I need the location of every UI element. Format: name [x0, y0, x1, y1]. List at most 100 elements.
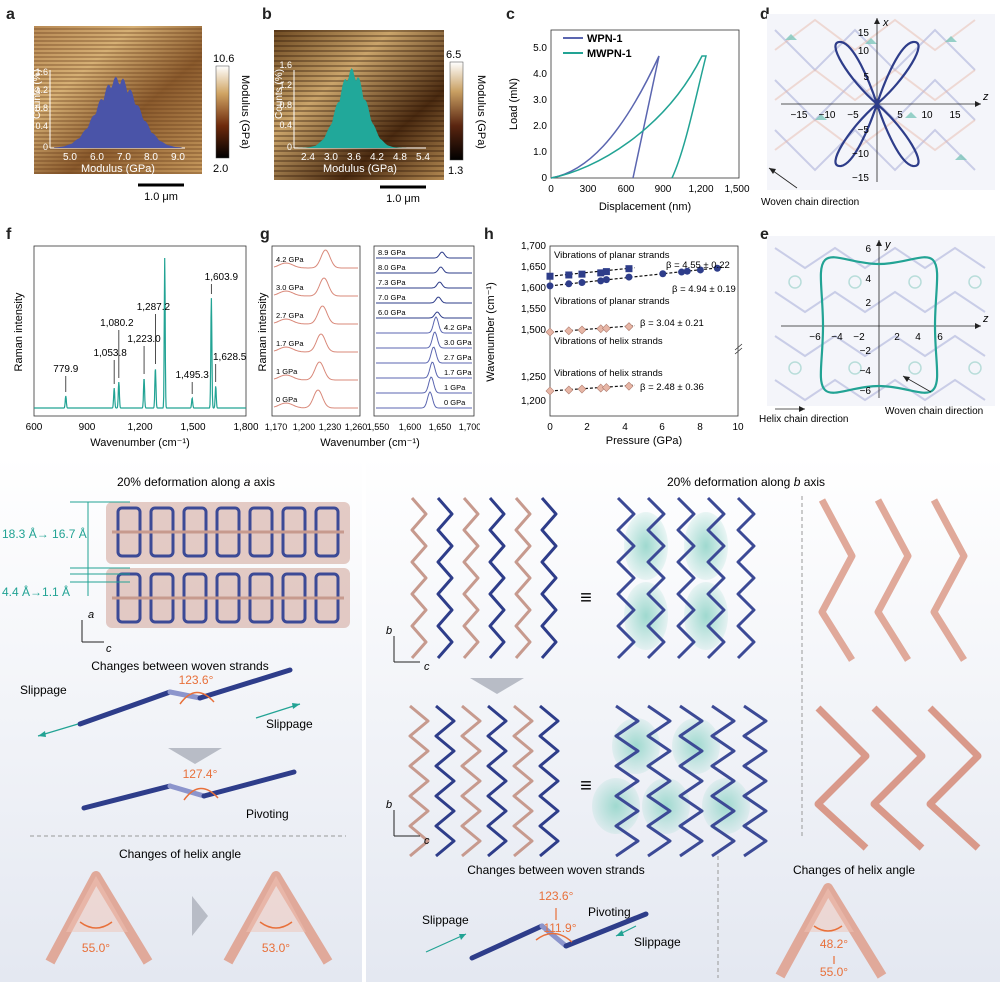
panel-label-h: h [484, 226, 494, 243]
h-annotation: Vibrations of planar strands [554, 250, 670, 261]
g-left-xtick: 1,230 [319, 422, 342, 432]
j-axis-b-top: b [386, 625, 392, 637]
j-axis-c-top: c [424, 661, 430, 673]
hist-b-xtick: 2.4 [301, 152, 315, 163]
d-axis-z: z [982, 91, 989, 103]
g-right-xtick: 1,650 [429, 422, 452, 432]
h-point [683, 267, 691, 275]
e-tick: 4 [865, 274, 871, 285]
c-legend-mwpn1: MWPN-1 [587, 48, 632, 60]
panel-label-f: f [6, 226, 12, 243]
h-point [564, 385, 574, 395]
c-xtick: 900 [655, 184, 672, 195]
h-point [659, 270, 667, 278]
panel-i: 20% deformation along a axis 18.3 Å→ 16.… [0, 456, 362, 982]
h-ylabel: Wavenumber (cm⁻¹) [485, 282, 497, 382]
h-point [545, 327, 555, 337]
g-left-spectrum [273, 361, 358, 381]
h-ytick: 1,700 [521, 241, 546, 252]
h-point [545, 386, 555, 396]
h-point [565, 280, 573, 288]
scalebar-b-label: 1.0 μm [386, 193, 420, 205]
h-point [696, 266, 704, 274]
i-slippage-left: Slippage [20, 683, 67, 697]
h-xlabel: Pressure (GPa) [606, 435, 682, 447]
g-right-pressure-label: 8.9 GPa [378, 248, 406, 257]
d-axis-x: x [882, 17, 889, 29]
i-right-arrow [192, 896, 208, 936]
hist-a-ytick: 1.6 [35, 67, 48, 77]
i-helix-angle-before: 55.0° [82, 941, 110, 955]
f-peak-label: 1,628.5 [213, 352, 247, 363]
j-angle-before: 123.6° [539, 889, 574, 903]
e-tick: −2 [860, 346, 872, 357]
g-right-spectrum [376, 391, 472, 409]
g-right-pressure-label: 1.7 GPa [444, 368, 472, 377]
g-right-pressure-label: 8.0 GPa [378, 263, 406, 272]
h-point [577, 384, 587, 394]
d-tick: 5 [863, 72, 869, 83]
h-point [678, 268, 686, 276]
hist-b-xlabel: Modulus (GPa) [323, 163, 397, 175]
e-tick: 4 [915, 332, 921, 343]
g-left-xtick: 1,170 [265, 422, 288, 432]
d-tick: 10 [858, 46, 870, 57]
g-left-xtick: 1,200 [293, 422, 316, 432]
f-xtick: 1,500 [180, 422, 205, 433]
hist-b-xtick: 5.4 [416, 152, 430, 163]
panel-label-g: g [260, 226, 270, 243]
panel-label-d: d [760, 6, 770, 23]
d-tick: 15 [858, 28, 870, 39]
hist-a-ytick: 1.2 [35, 85, 48, 95]
h-beta-label: β = 4.94 ± 0.19 [672, 284, 736, 295]
h-ytick: 1,200 [521, 396, 546, 407]
c-legend-wpn1: WPN-1 [587, 33, 622, 45]
c-xtick: 1,200 [688, 184, 713, 195]
d-annotation: Woven chain direction [761, 197, 859, 208]
panel-b: Counts (%) 1.6 1.2 0.8 0.4 0 2.4 3.0 3.6… [274, 30, 487, 205]
g-right-spectrum [376, 346, 472, 364]
f-xtick: 1,800 [233, 422, 258, 433]
f-peak-label: 779.9 [53, 364, 78, 375]
hist-b-ytick: 0.4 [279, 120, 292, 130]
g-right-spectrum [376, 296, 472, 304]
curve-mwpn1 [550, 55, 707, 179]
hist-b-xtick: 3.6 [347, 152, 361, 163]
e-modulus-curve [819, 256, 939, 394]
colorbar-a-max: 10.6 [213, 53, 234, 65]
j-equiv-bottom: ≡ [580, 775, 592, 797]
colorbar-a-min: 2.0 [213, 163, 228, 175]
panel-j: 20% deformation along b axis ≡ ≡ b c b c… [366, 456, 1000, 982]
c-xtick: 300 [580, 184, 597, 195]
j-axis-c-bottom: c [424, 835, 430, 847]
h-beta-label: β = 3.04 ± 0.21 [640, 318, 704, 329]
g-right-xtick: 1,700 [459, 422, 480, 432]
hist-a-xtick: 6.0 [90, 152, 104, 163]
d-tick: −10 [819, 110, 836, 121]
hist-a-ylabel: Counts (%) [32, 69, 43, 119]
g-left-pressure-label: 1 GPa [276, 367, 298, 376]
g-left-spectrum [273, 333, 358, 353]
g-left-pressure-label: 3.0 GPa [276, 283, 304, 292]
panel-f: 779.91,053.81,080.21,223.01,287.21,495.3… [13, 245, 258, 449]
panel-h: Wavenumber (cm⁻¹) 1,500 1,550 1,600 1,65… [485, 241, 744, 447]
j-angle-after: 111.9° [543, 921, 576, 935]
raman-spectrum-f [34, 257, 246, 409]
f-peak-label: 1,053.8 [93, 348, 127, 359]
j-pivoting: Pivoting [588, 905, 631, 919]
g-right-pressure-label: 7.0 GPa [378, 293, 406, 302]
g-left-pressure-label: 2.7 GPa [276, 311, 304, 320]
j-helix-angle-before: 55.0° [820, 965, 848, 979]
hist-a-ytick: 0.8 [35, 103, 48, 113]
f-peak-label: 1,287.2 [137, 302, 171, 313]
h-point [597, 277, 605, 285]
g-right-spectrum [376, 266, 472, 274]
d-modulus-curve [834, 40, 920, 168]
i-axis-c: c [106, 643, 112, 655]
c-ytick: 5.0 [533, 43, 547, 54]
j-title: 20% deformation along b axis [667, 475, 825, 489]
d-tick: 15 [949, 110, 961, 121]
f-ylabel: Raman intensity [13, 292, 25, 371]
d-tick: 5 [897, 110, 903, 121]
